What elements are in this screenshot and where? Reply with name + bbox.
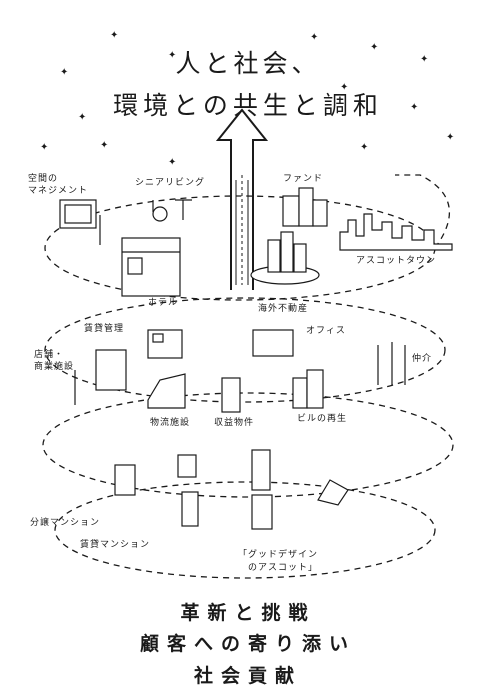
- label-good-design: 「グッドデザイン: [238, 550, 319, 560]
- office-icon: [252, 329, 294, 357]
- motto-society: 社会貢献: [193, 665, 302, 687]
- label-overseas-real-estate: 海外不動産: [258, 304, 309, 314]
- star-icon: ✦: [168, 157, 176, 168]
- star-icon: ✦: [340, 82, 348, 93]
- label-senior-living: シニアリビング: [135, 178, 206, 188]
- label-space-management: 空間の: [28, 174, 59, 184]
- star-icon: ✦: [60, 67, 68, 78]
- building-icon: [282, 195, 300, 227]
- motto-customer: 顧客への寄り添い: [139, 633, 356, 655]
- label-office: オフィス: [306, 326, 346, 336]
- renewal-icon: [317, 479, 349, 506]
- label-retail: 店舗・: [34, 350, 65, 360]
- building-icon: [221, 377, 241, 413]
- star-icon: ✦: [370, 42, 378, 53]
- scene-drawings: [59, 187, 453, 530]
- board-icon: [147, 329, 183, 359]
- shop-icon: [95, 349, 127, 391]
- star-icon: ✦: [78, 112, 86, 123]
- stars: ✦ ✦ ✦ ✦ ✦ ✦ ✦ ✦ ✦ ✦ ✦ ✦ ✦ ✦: [40, 30, 454, 168]
- star-icon: ✦: [410, 102, 418, 113]
- star-icon: ✦: [420, 54, 428, 65]
- label-rental-management: 賃貸管理: [84, 324, 125, 334]
- label-fund: ファンド: [283, 174, 324, 184]
- condo-icon: [177, 454, 197, 478]
- spiral-path: [42, 174, 454, 579]
- star-icon: ✦: [100, 140, 108, 151]
- motto-innovation: 革新と挑戦: [180, 602, 316, 624]
- star-icon: ✦: [110, 30, 118, 41]
- headline-line-1: 人と社会、: [175, 49, 321, 78]
- star-icon: ✦: [168, 50, 176, 61]
- growth-arrow-icon: [215, 108, 269, 290]
- label-rental-condo: 賃貸マンション: [80, 540, 151, 550]
- skyline-icon: [339, 213, 453, 251]
- label-building-renewal: ビルの再生: [297, 414, 348, 424]
- condo-icon: [251, 494, 273, 530]
- label-brokerage: 仲介: [412, 354, 433, 364]
- building-icon: [292, 377, 308, 409]
- label-retail-2: 商業施設: [34, 362, 75, 372]
- label-good-design-2: のアスコット」: [248, 563, 319, 573]
- star-icon: ✦: [40, 142, 48, 153]
- label-hotel: ホテル: [148, 298, 179, 308]
- label-space-management-2: マネジメント: [28, 186, 89, 196]
- label-ascott-town: アスコットタウン: [356, 256, 437, 266]
- headline-line-2: 環境との共生と調和: [113, 91, 383, 120]
- label-condo-for-sale: 分譲マンション: [30, 518, 101, 528]
- label-income-property: 収益物件: [214, 418, 255, 428]
- label-logistics: 物流施設: [150, 418, 191, 428]
- condo-icon: [181, 491, 199, 527]
- star-icon: ✦: [446, 132, 454, 143]
- warehouse-icon: [147, 373, 186, 409]
- tower-icon: [251, 449, 271, 491]
- condo-icon: [114, 464, 136, 496]
- wheelchair-icon: [152, 206, 168, 222]
- hotel-icon: [121, 237, 181, 297]
- star-icon: ✦: [360, 142, 368, 153]
- star-icon: ✦: [310, 32, 318, 43]
